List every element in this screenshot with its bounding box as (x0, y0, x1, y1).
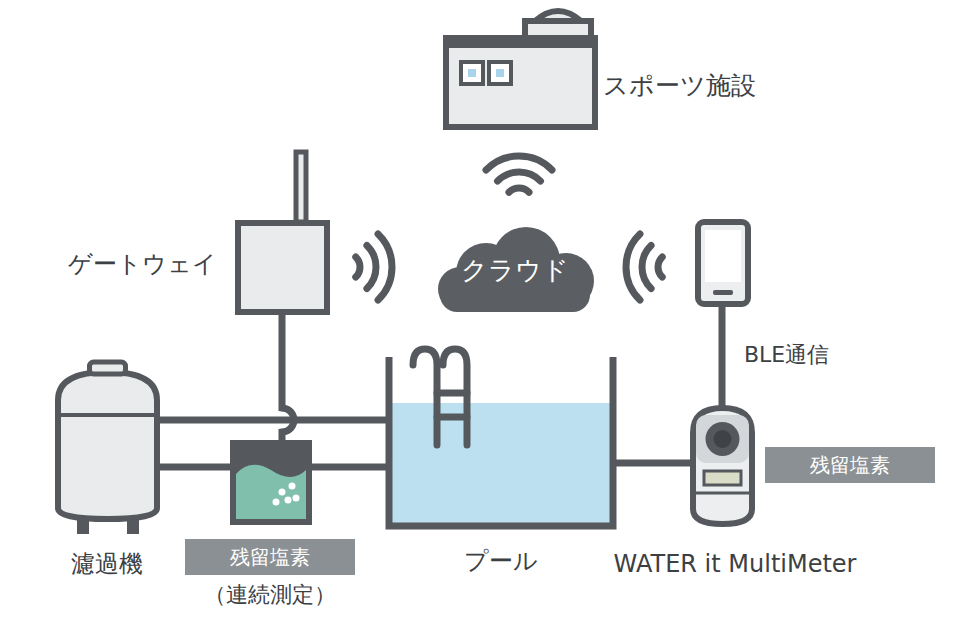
signal-arc (486, 156, 552, 170)
sensor-top (236, 446, 306, 477)
ladder-step (437, 414, 467, 421)
pool-basin-outline (385, 345, 617, 530)
note-label: （連続測定） (204, 582, 336, 608)
filter-tank (58, 372, 157, 519)
phone-button (713, 290, 733, 295)
signal-arc (626, 234, 640, 300)
building-body (446, 38, 595, 127)
sensor-box (233, 443, 309, 522)
meter-head (696, 415, 749, 463)
meter-seam (696, 492, 749, 495)
meter-cap (706, 422, 740, 456)
ladder-rail (443, 349, 467, 445)
cloud-shape: クラウド (428, 225, 602, 315)
gateway-box-outline (235, 220, 330, 315)
link-label: BLE通信 (744, 340, 829, 370)
meter-display (704, 471, 741, 485)
pool-basin: プール (385, 345, 617, 530)
node-label: スポーツ施設 (603, 71, 756, 101)
filter-tank: 濾過機 (55, 360, 160, 522)
building-icon: スポーツ施設 (443, 35, 598, 130)
building-icon-outline (443, 35, 598, 130)
signal-arc (356, 257, 360, 277)
building-band (446, 38, 595, 48)
window-pane (468, 69, 476, 77)
node-label: プール (464, 547, 538, 576)
signal-arc (642, 245, 651, 288)
cloud-label: クラウド (461, 255, 569, 286)
value-tag: 残留塩素 (185, 539, 355, 575)
wifi-symbol (356, 234, 392, 300)
signal-arc (378, 234, 392, 300)
sensor-bubble (279, 489, 286, 496)
gateway-antenna (296, 152, 306, 222)
filter-seam (58, 413, 157, 417)
filter-tank-outline (55, 360, 160, 522)
device-label: WATER it MultiMeter (614, 550, 857, 579)
gateway-box: ゲートウェイ (235, 220, 330, 315)
signal-arc (497, 172, 540, 181)
pool-wall (389, 357, 613, 526)
smartphone-icon (698, 222, 748, 407)
building-dome (535, 11, 581, 21)
gateway-box (238, 223, 327, 312)
ladder-rail (413, 349, 437, 445)
ladder-step (437, 390, 467, 397)
building-window (489, 62, 511, 84)
pipe-connector (282, 315, 294, 440)
window-pane (496, 69, 504, 77)
pool-ladder (413, 349, 467, 445)
wifi-symbol (626, 234, 662, 300)
signal-arc (658, 257, 662, 277)
meter-device: WATER it MultiMeter残留塩素 (690, 405, 755, 527)
signal-arc (367, 245, 376, 288)
pipe-connector (160, 417, 389, 424)
phone-body (698, 222, 748, 304)
sensor-box: 残留塩素（連続測定） (230, 440, 312, 525)
signal-arc (509, 188, 529, 192)
filter-cap (90, 362, 126, 374)
node-label: ゲートウェイ (68, 250, 217, 279)
sensor-box-outline (230, 440, 312, 525)
value-tag: 残留塩素 (765, 447, 935, 483)
pipe-connector (312, 464, 389, 471)
node-label: 濾過機 (71, 550, 143, 579)
cloud-shape (438, 227, 594, 312)
wireless-signals (356, 156, 662, 300)
building-window (461, 62, 483, 84)
phone-screen (705, 230, 741, 282)
sensor-bubble (285, 497, 292, 504)
wifi-symbol (486, 156, 552, 192)
meter-body (693, 408, 752, 524)
pool-water (389, 403, 613, 526)
sensor-bubble (273, 499, 280, 506)
pipe-connector (613, 460, 690, 467)
pipe-connector (160, 464, 230, 471)
sensor-bubble (293, 495, 300, 502)
meter-device-outline (690, 405, 755, 527)
sensor-bubble (289, 483, 296, 490)
ble-link-line (719, 303, 726, 407)
meter-cap-inner (714, 430, 732, 448)
